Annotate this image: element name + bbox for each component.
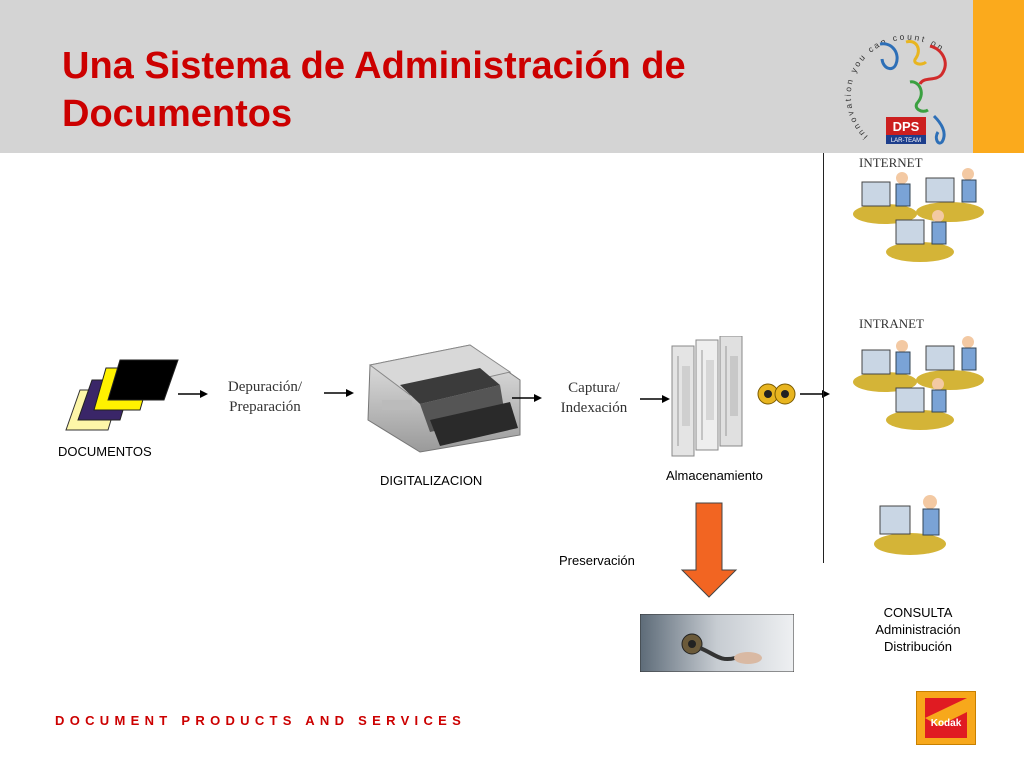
label-digitalizacion: DIGITALIZACION — [380, 473, 483, 488]
header-band — [0, 0, 973, 153]
label-documentos: DOCUMENTOS — [58, 444, 152, 459]
flow-arrow-3 — [512, 394, 542, 402]
preservation-arrow — [680, 502, 738, 598]
storage-server-icon — [671, 336, 743, 457]
captura-line-1: Captura/ — [568, 380, 620, 396]
flow-arrow-5 — [800, 390, 830, 398]
label-intranet: INTRANET — [859, 316, 924, 331]
flow-arrow-1 — [178, 390, 208, 398]
slide-title: Una Sistema de Administración de Documen… — [62, 42, 822, 138]
captura-line-2: Indexación — [560, 400, 628, 416]
label-captura: Captura/ Indexación — [545, 378, 643, 418]
logo-brand: DPS — [893, 119, 920, 134]
divider-line — [823, 153, 824, 563]
label-distribucion: Distribución — [884, 639, 952, 654]
intranet-users-icon — [853, 336, 984, 430]
documents-stack-icon — [65, 359, 179, 431]
flow-arrow-2 — [324, 389, 354, 397]
label-administracion: Administración — [875, 622, 961, 637]
microfilm-image — [640, 614, 794, 672]
logo-sub: LAR-TEAM — [891, 138, 921, 144]
label-internet: INTERNET — [859, 155, 923, 170]
label-consulta: CONSULTA — [883, 605, 953, 620]
label-depuracion: Depuración/ Preparación — [210, 377, 320, 417]
internet-users-icon — [853, 168, 984, 262]
flow-arrow-4 — [640, 395, 670, 403]
title-line-2: Documentos — [62, 93, 293, 135]
label-preservacion: Preservación — [559, 553, 635, 568]
dps-logo: innovation you can count on DPS LAR-TEAM — [843, 32, 947, 145]
consulta-user-icon — [874, 495, 946, 555]
kodak-logo: Kodak — [916, 691, 976, 745]
footer-text: DOCUMENT PRODUCTS AND SERVICES — [55, 713, 467, 728]
depuracion-line-2: Preparación — [229, 399, 301, 415]
title-line-1: Una Sistema de Administración de — [62, 45, 686, 87]
scanner-icon — [367, 344, 521, 453]
label-almacenamiento: Almacenamiento — [666, 468, 763, 483]
consulta-block: CONSULTA Administración Distribución — [848, 604, 988, 655]
depuracion-line-1: Depuración/ — [227, 379, 303, 395]
accent-bar — [973, 0, 1024, 153]
optical-disc-icon — [757, 383, 796, 405]
svg-text:Kodak: Kodak — [931, 718, 962, 729]
